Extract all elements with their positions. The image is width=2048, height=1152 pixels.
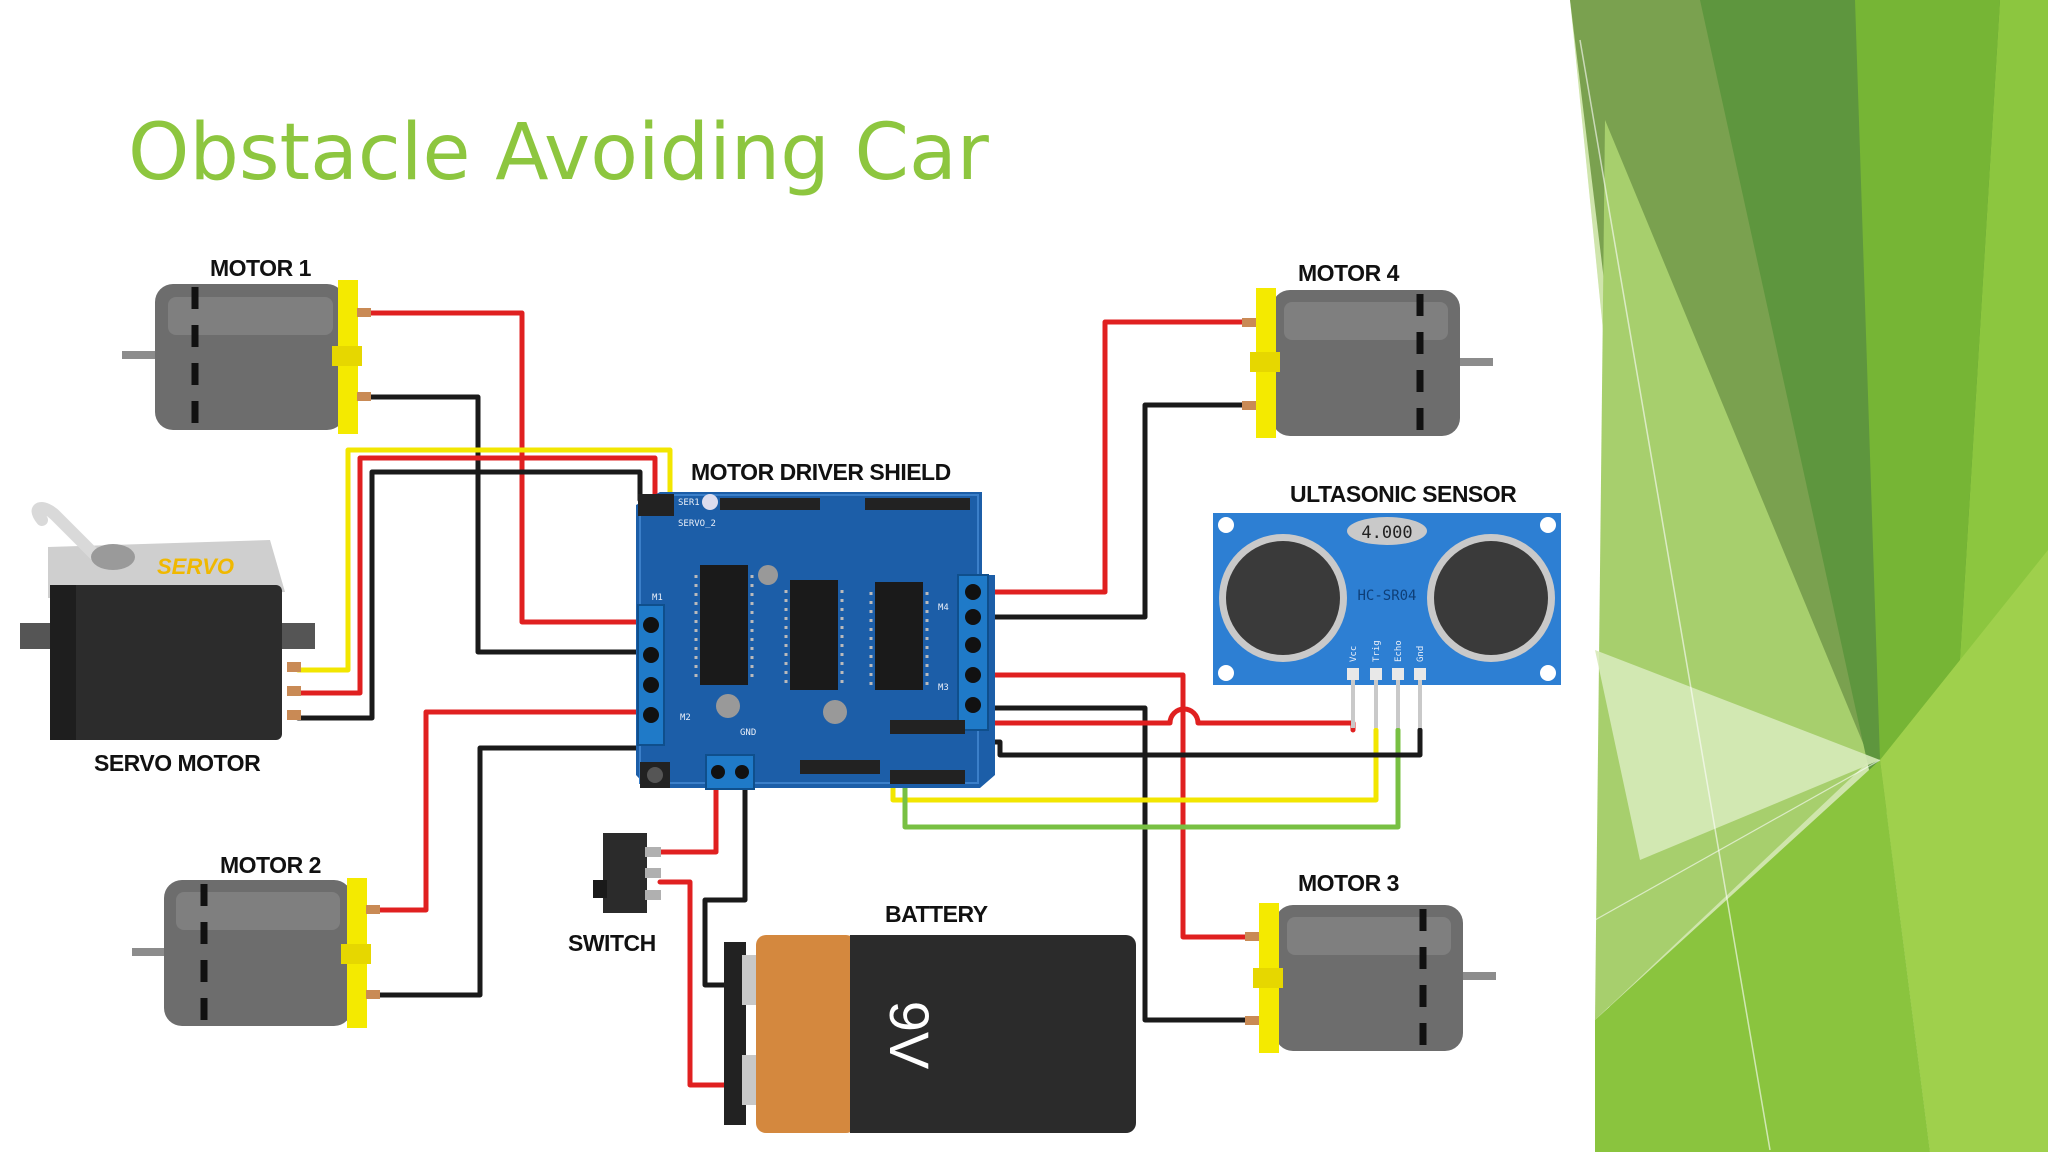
wire-sensor-gnd xyxy=(987,727,1423,758)
shield-m2: M2 xyxy=(680,713,691,723)
battery-voltage: 9V xyxy=(878,1001,941,1070)
motor-driver-shield: MOTOR DRIVER SHIELD xyxy=(636,459,995,790)
power-switch: SWITCH xyxy=(568,833,661,956)
pin-echo: Echo xyxy=(1394,640,1404,662)
wire-motor4-red xyxy=(987,319,1253,595)
motor1-label: MOTOR 1 xyxy=(210,255,312,281)
wire-motor1-red xyxy=(367,310,643,625)
shield-m4: M4 xyxy=(938,603,949,613)
servo-motor: SERVO SERVO MOTOR xyxy=(20,502,315,776)
slide-title: Obstacle Avoiding Car xyxy=(128,108,989,198)
wire-motor4-black xyxy=(987,402,1253,620)
wire-servo-yellow xyxy=(295,447,673,673)
wire-motor1-black xyxy=(367,394,643,655)
wire-power-black xyxy=(702,787,748,988)
wire-power-red xyxy=(657,787,719,855)
servo-body-label: SERVO xyxy=(157,554,234,579)
sensor-label: ULTASONIC SENSOR xyxy=(1290,481,1517,507)
motor2-label: MOTOR 2 xyxy=(220,852,321,878)
sensor-display: 4.000 xyxy=(1361,523,1412,543)
wire-battery-red xyxy=(657,879,727,1088)
battery-9v: BATTERY 9V xyxy=(724,901,1136,1133)
servo-caption: SERVO MOTOR xyxy=(94,750,261,776)
motor-3: MOTOR 3 xyxy=(1245,870,1496,1053)
shield-servo2: SERVO_2 xyxy=(678,519,716,529)
motor-1: MOTOR 1 xyxy=(122,255,371,434)
sensor-model: HC-SR04 xyxy=(1357,588,1416,604)
ultrasonic-sensor: ULTASONIC SENSOR 4.000 HC-SR04 Vcc Trig … xyxy=(1213,481,1561,728)
wire-motor2-red xyxy=(369,709,643,913)
shield-gnd: GND xyxy=(740,728,756,738)
shield-label: MOTOR DRIVER SHIELD xyxy=(691,459,951,485)
shield-m3: M3 xyxy=(938,683,949,693)
shield-ser1: SER1 xyxy=(678,498,700,508)
wire-servo-red xyxy=(295,455,658,696)
shield-m1: M1 xyxy=(652,593,663,603)
wire-sensor-echo xyxy=(902,727,1401,830)
wire-sensor-vcc xyxy=(987,706,1356,733)
pin-vcc: Vcc xyxy=(1349,646,1359,662)
wire-motor2-black xyxy=(369,745,643,998)
motor4-label: MOTOR 4 xyxy=(1298,260,1400,286)
motor3-label: MOTOR 3 xyxy=(1298,870,1399,896)
wire-motor3-black xyxy=(987,705,1253,1023)
motor-4: MOTOR 4 xyxy=(1242,260,1493,438)
motor-2: MOTOR 2 xyxy=(132,852,380,1028)
pin-trig: Trig xyxy=(1372,640,1382,662)
wire-motor3-red xyxy=(987,672,1253,940)
battery-label: BATTERY xyxy=(885,901,988,927)
wire-servo-black xyxy=(295,469,643,721)
pin-gnd: Gnd xyxy=(1416,646,1426,662)
switch-label: SWITCH xyxy=(568,930,656,956)
wires xyxy=(295,310,1423,1088)
